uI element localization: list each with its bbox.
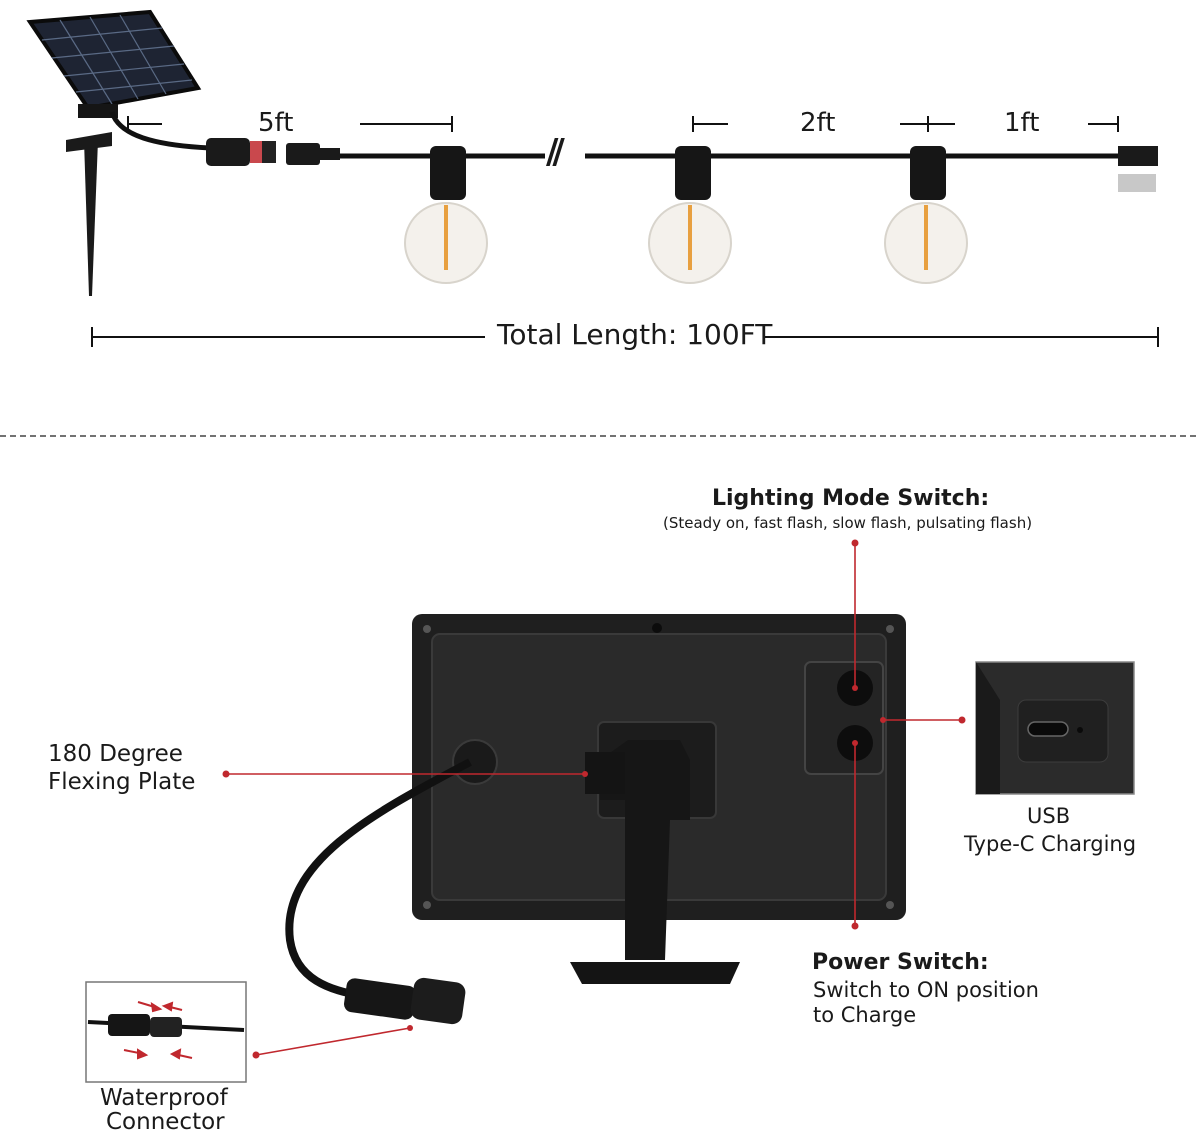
- panel-cable: [285, 758, 472, 1000]
- mounting-bracket-icon: [570, 721, 740, 984]
- lighting-mode-subtitle: (Steady on, fast flash, slow flash, puls…: [663, 514, 1033, 532]
- total-length-label: Total Length: 100FT: [497, 318, 773, 351]
- power-switch-title: Power Switch:: [812, 950, 989, 975]
- power-switch-line2: to Charge: [813, 1003, 917, 1027]
- lighting-mode-title: Lighting Mode Switch:: [712, 486, 990, 511]
- waterproof-line2: Connector: [106, 1109, 225, 1135]
- cable-connector-icon: [206, 138, 340, 166]
- segment-5ft-label: 5ft: [258, 108, 294, 138]
- waterproof-connector-inset: [85, 981, 247, 1083]
- dimension-markers: [91, 116, 1159, 347]
- bulb-1-icon: [404, 146, 488, 284]
- callout-lines: [226, 543, 962, 1056]
- solar-panel-top-icon: [26, 9, 211, 296]
- flex-plate-line1: 180 Degree: [48, 741, 183, 767]
- waterproof-line1: Waterproof: [100, 1085, 228, 1111]
- bulb-3-icon: [884, 146, 968, 284]
- break-mark: //: [546, 132, 565, 172]
- usb-line1: USB: [1027, 804, 1071, 828]
- end-plug-icon: [1118, 146, 1158, 192]
- segment-2ft-label: 2ft: [800, 108, 836, 138]
- callout-dots: [222, 539, 966, 1059]
- usb-port-inset: [975, 661, 1135, 795]
- power-switch-line1: Switch to ON position: [813, 978, 1039, 1002]
- bulb-2-icon: [648, 146, 732, 284]
- segment-1ft-label: 1ft: [1004, 108, 1040, 138]
- flex-plate-line2: Flexing Plate: [48, 769, 196, 795]
- usb-line2: Type-C Charging: [964, 832, 1137, 856]
- panel-connector-icon: [344, 977, 466, 1025]
